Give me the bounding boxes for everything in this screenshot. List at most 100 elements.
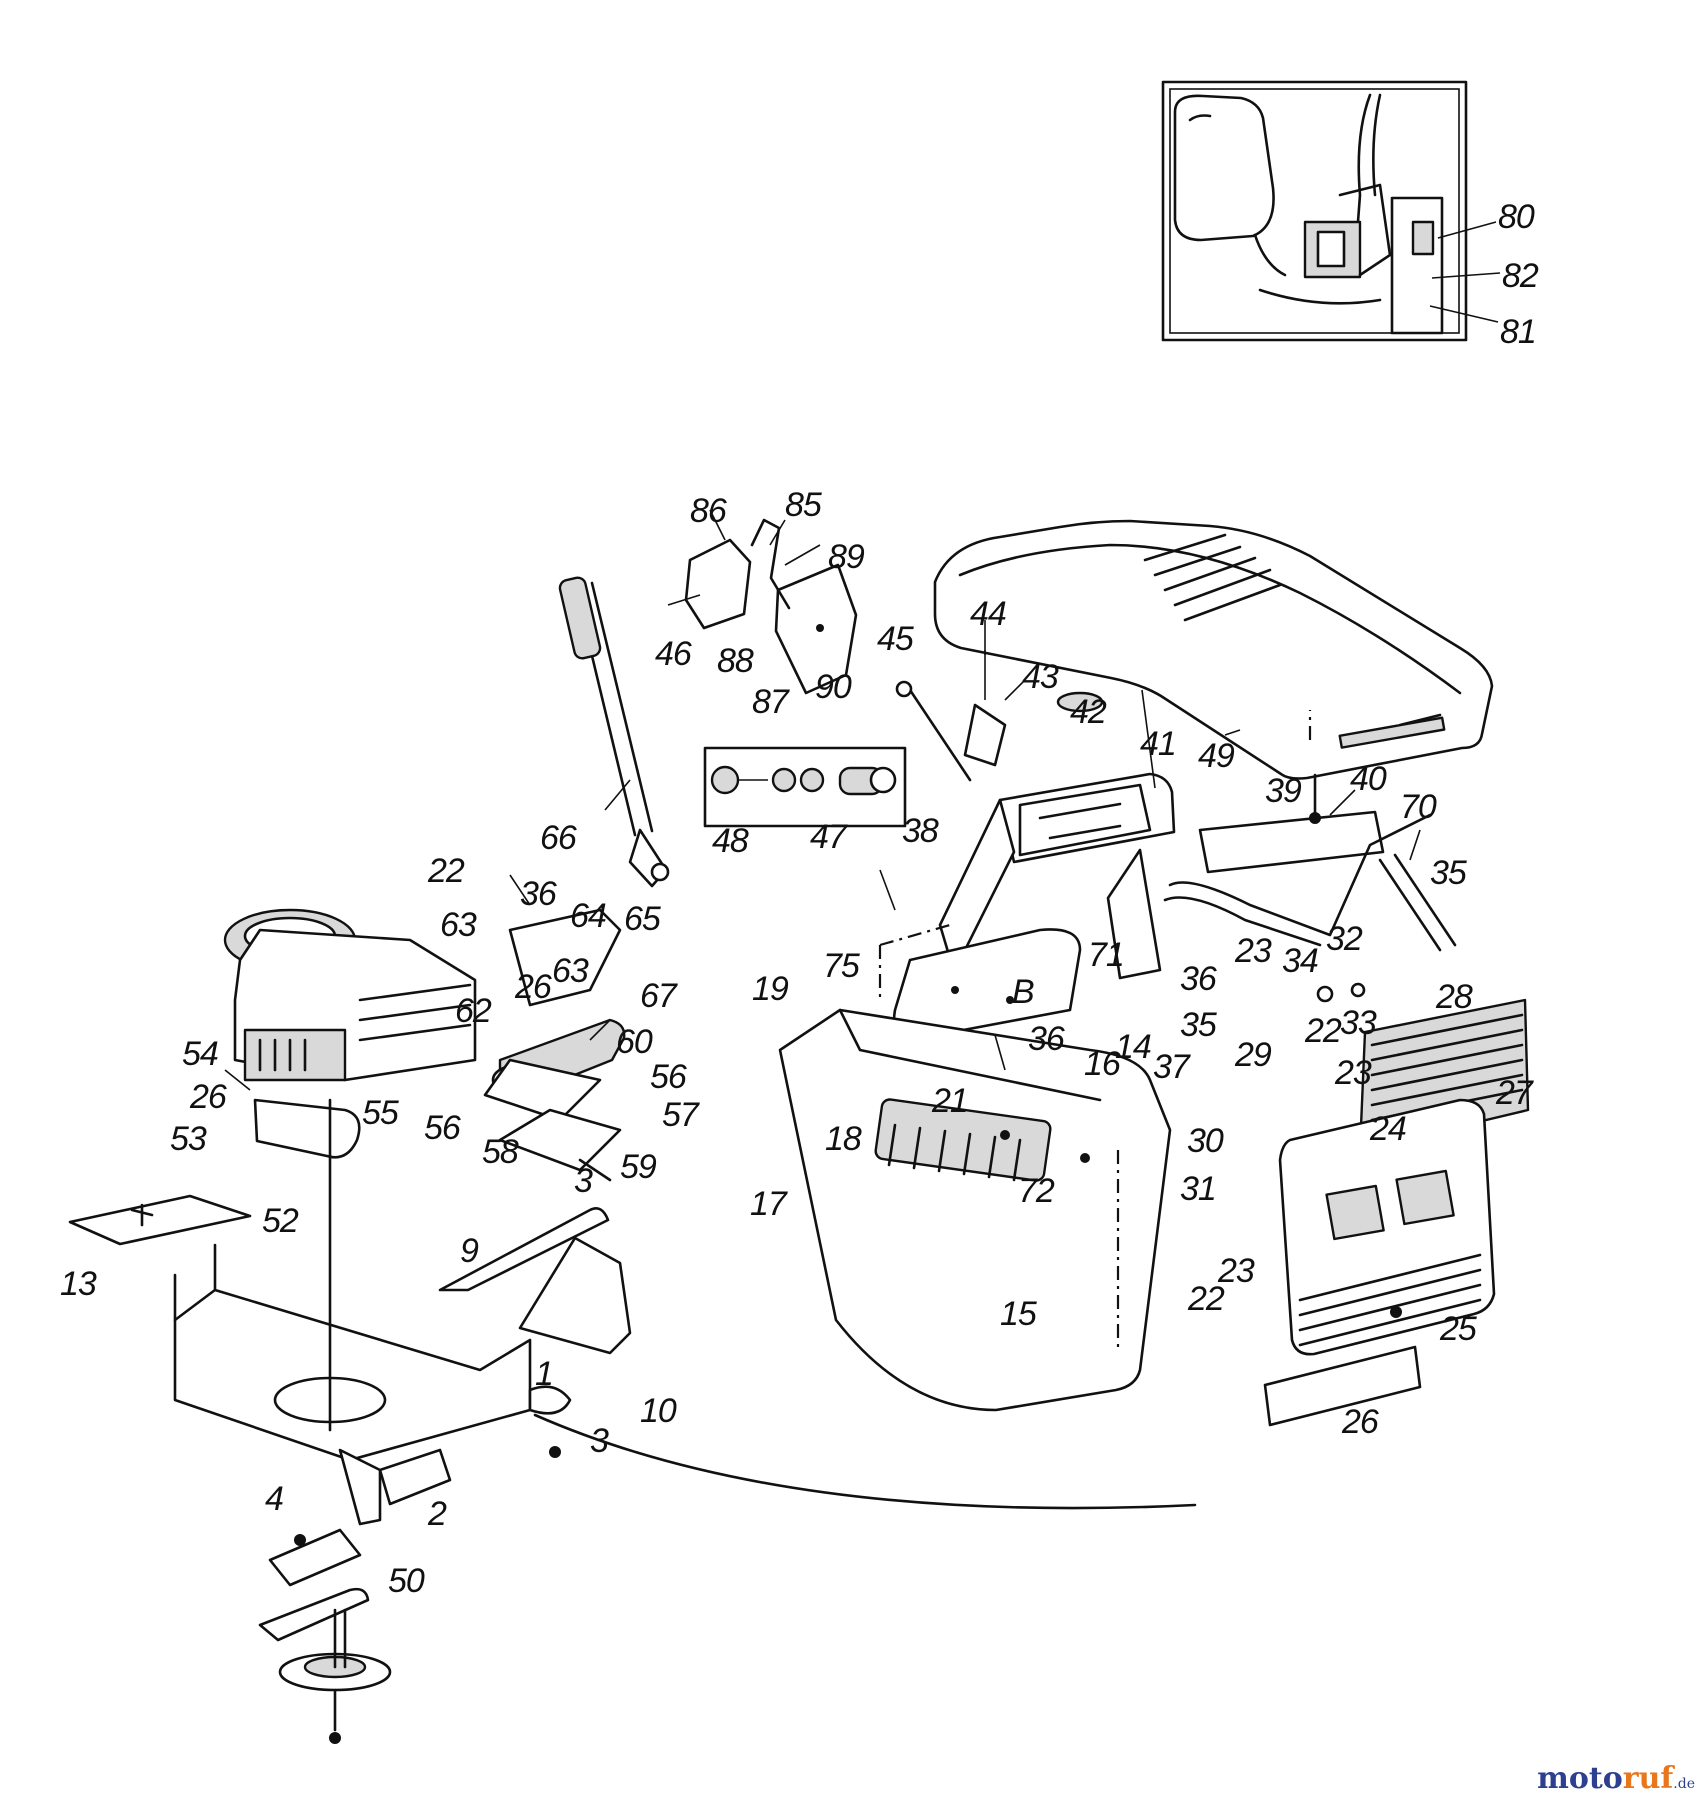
hood [933, 519, 1494, 780]
watermark-logo: motoruf.de [1537, 1761, 1695, 1796]
frame [173, 1098, 1197, 1546]
callout-label: 59 [620, 1148, 657, 1186]
callout-label: 90 [815, 668, 852, 706]
callout-label: 86 [690, 492, 727, 530]
callout-label: 87 [752, 683, 790, 721]
callout-label: 89 [828, 538, 865, 576]
callout-label: B [1012, 973, 1034, 1011]
callout-label: 30 [1187, 1122, 1224, 1160]
callout-label: 57 [662, 1096, 700, 1134]
callout-label: 50 [388, 1562, 425, 1600]
callout-label: 15 [1000, 1295, 1037, 1333]
callout-label: 63 [440, 906, 477, 944]
callout-label: 34 [1282, 942, 1318, 980]
dashboard-panel [878, 772, 1176, 1042]
callout-label: 65 [624, 900, 661, 938]
callout-label: 41 [1140, 725, 1176, 763]
pulley [258, 1528, 392, 1744]
callout-label: 62 [455, 992, 492, 1030]
bracket-set [667, 518, 858, 695]
callout-label: 13 [60, 1265, 97, 1303]
callout-label: 22 [1187, 1280, 1225, 1318]
lever [558, 576, 670, 888]
callout-label: 33 [1340, 1004, 1377, 1042]
callout-label: 81 [1500, 313, 1536, 351]
callout-label: 25 [1439, 1310, 1477, 1348]
callout-label: 71 [1088, 936, 1124, 974]
callout-label: 10 [640, 1392, 677, 1430]
callout-label: 64 [570, 897, 606, 935]
callout-label: 80 [1498, 198, 1535, 236]
callout-label: 36 [520, 875, 557, 913]
callout-label: 37 [1153, 1048, 1191, 1086]
callout-label: 38 [902, 812, 939, 850]
callout-label: 26 [189, 1078, 227, 1116]
callout-label: 23 [1334, 1054, 1372, 1092]
throttle-parts [895, 650, 1104, 782]
callout-label: 47 [810, 818, 848, 856]
leader-lines [224, 509, 1421, 1091]
callout-label: 35 [1430, 854, 1467, 892]
callout-label: 40 [1350, 760, 1387, 798]
callout-label: 45 [877, 620, 914, 658]
callout-label: 82 [1502, 257, 1539, 295]
callout-label: 14 [1115, 1028, 1151, 1066]
callout-label: 17 [750, 1185, 788, 1223]
callout-label: 44 [970, 595, 1006, 633]
callout-label: 35 [1180, 1006, 1217, 1044]
callout-label: 43 [1022, 658, 1059, 696]
callout-label: 9 [460, 1232, 479, 1270]
callout-label: 23 [1234, 932, 1272, 970]
callout-label: 4 [265, 1480, 283, 1518]
callout-label: 60 [616, 1023, 653, 1061]
callout-label: 53 [170, 1120, 207, 1158]
callout-label: 58 [482, 1133, 519, 1171]
callout-label: 21 [931, 1082, 968, 1120]
callout-label: 32 [1326, 920, 1363, 958]
callout-label: 1 [535, 1355, 553, 1393]
callout-label: 3 [590, 1422, 609, 1460]
lower-plates [68, 1058, 632, 1355]
callout-label: 55 [362, 1094, 399, 1132]
callout-labels: 80 82 81 86 85 89 46 88 87 90 44 45 43 4… [60, 198, 1540, 1600]
callout-label: 24 [1369, 1110, 1406, 1148]
callout-label: 22 [427, 852, 465, 890]
callout-label: 66 [540, 819, 577, 857]
switch-kit [703, 746, 907, 828]
callout-label: 39 [1265, 772, 1302, 810]
callout-label: 26 [514, 968, 552, 1006]
callout-label: 56 [650, 1058, 687, 1096]
callout-label: 75 [823, 947, 860, 985]
callout-label: 70 [1400, 788, 1437, 826]
rear-bracket [1163, 710, 1457, 1003]
callout-label: 72 [1018, 1172, 1055, 1210]
front-shroud [778, 1008, 1172, 1412]
callout-label: 46 [655, 635, 692, 673]
callout-label: 29 [1234, 1036, 1272, 1074]
callout-label: 2 [427, 1495, 447, 1533]
callout-label: 19 [752, 970, 789, 1008]
callout-label: 31 [1180, 1170, 1216, 1208]
callout-label: 48 [712, 822, 749, 860]
callout-label: 18 [825, 1120, 862, 1158]
callout-label: 36 [1180, 960, 1217, 998]
callout-label: 28 [1435, 978, 1473, 1016]
callout-label: 88 [717, 642, 754, 680]
callout-label: 85 [785, 486, 822, 524]
callout-label: 16 [1084, 1045, 1121, 1083]
callout-label: 63 [552, 952, 589, 990]
callout-label: 3 [574, 1162, 593, 1200]
callout-label: 27 [1495, 1074, 1534, 1112]
callout-label: 67 [640, 977, 678, 1015]
callout-label: 49 [1198, 737, 1235, 775]
callout-label: 42 [1070, 693, 1107, 731]
callout-label: 26 [1341, 1403, 1379, 1441]
callout-label: 54 [182, 1035, 218, 1073]
callout-label: 23 [1217, 1252, 1255, 1290]
callout-label: 52 [262, 1202, 299, 1240]
callout-label: 36 [1028, 1020, 1065, 1058]
callout-label: 22 [1304, 1012, 1342, 1050]
callout-label: 56 [424, 1109, 461, 1147]
